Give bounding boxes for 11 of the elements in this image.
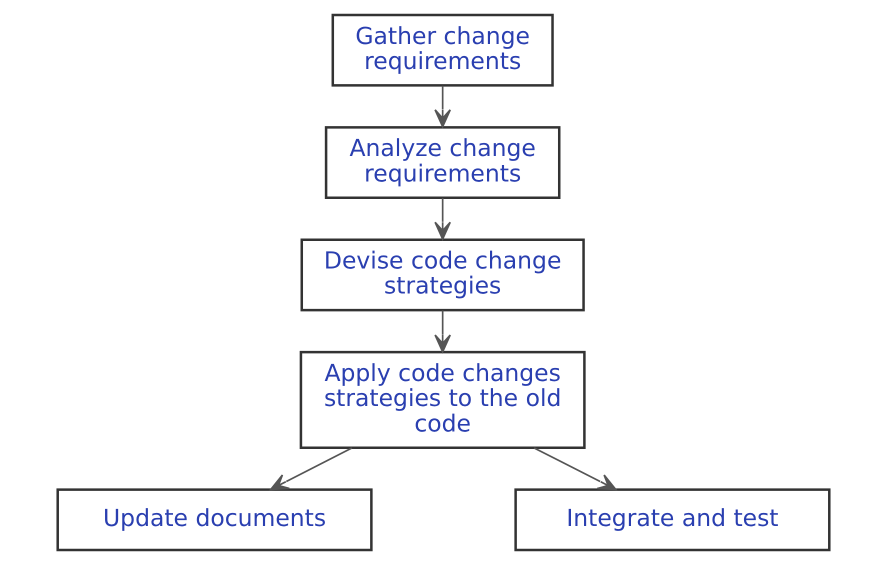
node-box: Integrate and test <box>514 488 831 552</box>
node-box: Analyze change requirements <box>324 126 560 200</box>
arrow <box>434 86 452 128</box>
node-box: Update documents <box>56 488 373 552</box>
arrow <box>270 447 352 490</box>
arrow <box>434 198 452 240</box>
node-box: Devise code change strategies <box>300 238 585 312</box>
arrow <box>534 447 617 490</box>
arrow <box>434 310 452 353</box>
node-box: Apply code changes strategies to the old code <box>300 350 586 449</box>
node-box: Gather change requirements <box>332 14 554 87</box>
